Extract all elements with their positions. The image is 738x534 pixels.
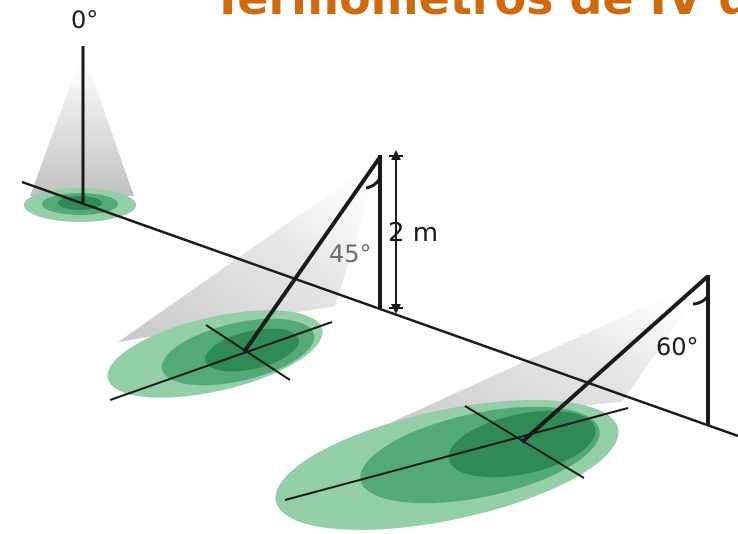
sensor-60-degrees: 60°	[275, 275, 710, 530]
label-angle-0: 0°	[71, 6, 98, 34]
arc-60	[692, 295, 710, 306]
title-text: Termómetros de IV de	[212, 0, 738, 25]
label-angle-60: 60°	[656, 333, 699, 361]
cone-60	[392, 278, 708, 422]
spot-60-axis-a	[284, 407, 629, 501]
ground-line	[21, 180, 738, 438]
label-height: 2 m	[388, 218, 438, 248]
height-arrow-bottom	[391, 304, 401, 314]
spot-45-axis-a	[109, 321, 333, 401]
beam-60	[520, 275, 709, 444]
cone-45	[118, 157, 382, 342]
beam-45	[242, 155, 382, 354]
sensor-45-degrees: 45° 2 m	[107, 150, 438, 401]
label-angle-45: 45°	[329, 240, 372, 268]
arc-45	[365, 177, 382, 190]
height-arrow-top	[391, 150, 401, 160]
spot-45-axis-b	[205, 324, 291, 381]
